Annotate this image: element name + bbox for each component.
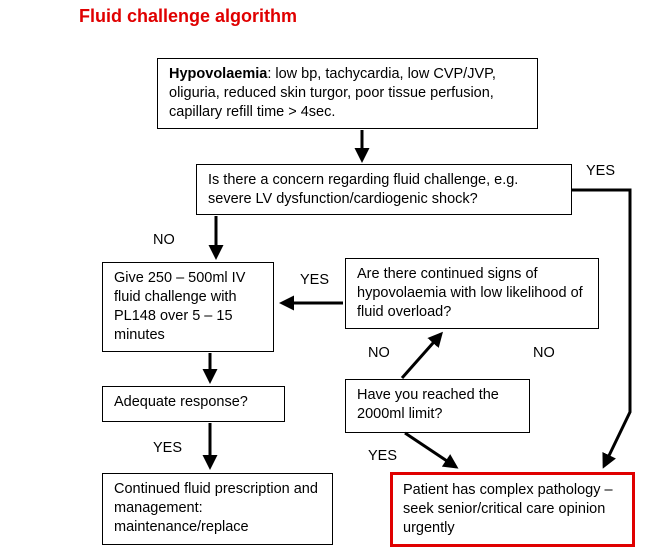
give-fluid-box: Give 250 – 500ml IV fluid challenge with… [102, 262, 274, 352]
adequate-response-text: Adequate response? [114, 394, 248, 410]
diagram-title: Fluid challenge algorithm [79, 6, 298, 26]
adequate-yes-label: YES [153, 440, 183, 456]
continued-fluid-box: Continued fluid prescription and managem… [102, 473, 333, 545]
concern-no-label: NO [153, 232, 175, 248]
concern-question-text: Is there a concern regarding fluid chall… [208, 172, 519, 207]
continued-signs-text: Are there continued signs of hypovolaemi… [357, 266, 583, 320]
hypovolaemia-text: : low bp, tachycardia, low CVP/JVP, olig… [169, 66, 496, 120]
limit-question-box: Have you reached the 2000ml limit? [345, 379, 530, 433]
limit-no-label: NO [533, 345, 555, 361]
continued-signs-box: Are there continued signs of hypovolaemi… [345, 258, 599, 329]
hypovolaemia-box: Hypovolaemia: low bp, tachycardia, low C… [157, 58, 538, 129]
complex-pathology-box: Patient has complex pathology – seek sen… [390, 472, 635, 547]
adequate-response-box: Adequate response? [102, 386, 285, 422]
complex-pathology-text: Patient has complex pathology – seek sen… [403, 482, 613, 536]
signs-no-label: NO [368, 345, 390, 361]
arrow-concern-yes-to-complex [572, 188, 632, 469]
hypovolaemia-heading: Hypovolaemia [169, 66, 268, 82]
limit-yes-label: YES [368, 448, 398, 464]
give-fluid-text: Give 250 – 500ml IV fluid challenge with… [114, 270, 246, 343]
continued-fluid-text: Continued fluid prescription and managem… [114, 481, 318, 535]
concern-yes-label: YES [586, 163, 616, 179]
arrow-limit-no-to-signs [400, 331, 443, 379]
arrow-limit-yes-to-complex [404, 431, 459, 469]
limit-question-text: Have you reached the 2000ml limit? [357, 387, 499, 422]
signs-yes-label: YES [300, 272, 330, 288]
concern-question-box: Is there a concern regarding fluid chall… [196, 164, 572, 215]
